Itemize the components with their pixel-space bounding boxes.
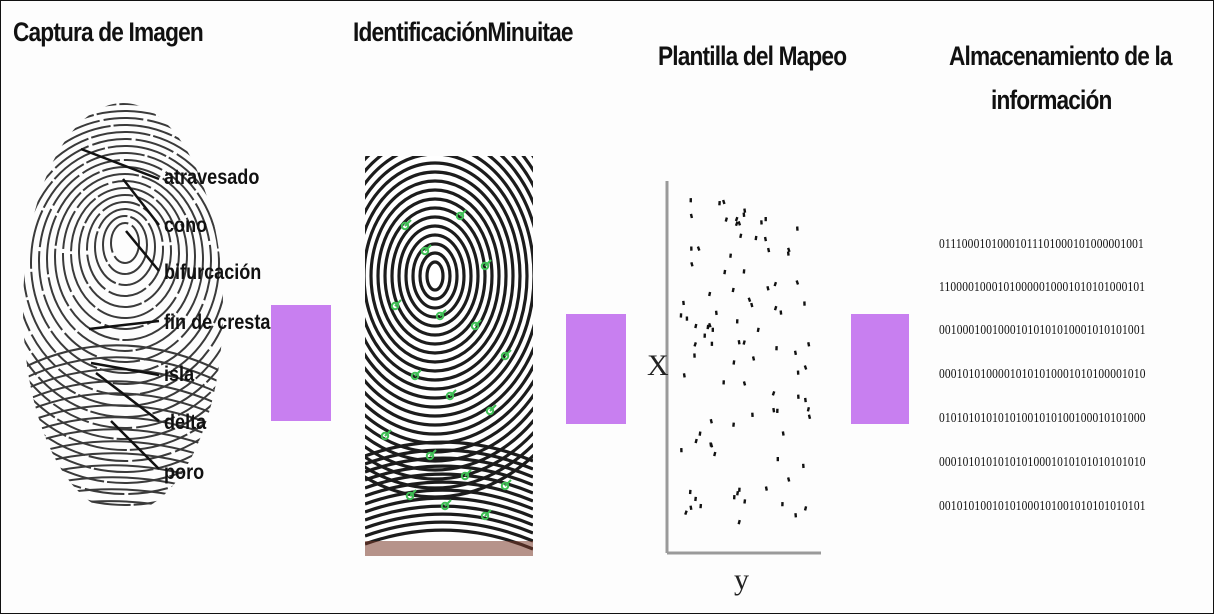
mapping-scatter-plot [665,181,821,555]
y-axis-label: y [734,563,749,596]
binary-line: 11000010001010000010001010101000101 [939,280,1146,295]
fingerprint-label-atravesado: atravesado [164,166,260,189]
stage-title-storage-line2: información [991,85,1112,115]
transition-box-3 [851,314,909,424]
stage-title-minutiae: IdentificaciónMinuitae [353,17,574,47]
binary-line: 00101010010101000101001010101010101 [939,499,1146,514]
binary-line: 00100010010001010101010001010101001 [939,323,1146,338]
stage-title-capture: Captura de Imagen [13,17,204,47]
fingerprint-label-fin-de-cresta: fin de cresta [164,311,271,334]
fingerprint-label-poro: poro [164,461,205,484]
fingerprint-image [23,103,223,513]
stage-title-storage-line1: Almacenamiento de la [949,41,1173,71]
fingerprint-label-bifurcacion: bifurcación [164,261,262,284]
stage-title-mapping: Plantilla del Mapeo [658,41,847,71]
binary-line: 01110001010001011101000101000001001 [939,237,1144,252]
binary-line: 00010101000010101010001010100001010 [939,367,1146,382]
minutiae-fingerprint-image [365,156,533,556]
fingerprint-label-delta: delta [164,411,207,434]
fingerprint-label-isla: isla [164,363,195,386]
binary-line: 00010101010101010001010101010101010 [939,455,1146,470]
fingerprint-label-cono: cono [164,214,208,237]
x-axis-label: X [647,349,669,382]
binary-line: 01010101010101001010100100010101000 [939,411,1146,426]
transition-box-1 [271,305,331,421]
label-leader-lines [80,147,160,470]
transition-box-2 [566,314,626,424]
